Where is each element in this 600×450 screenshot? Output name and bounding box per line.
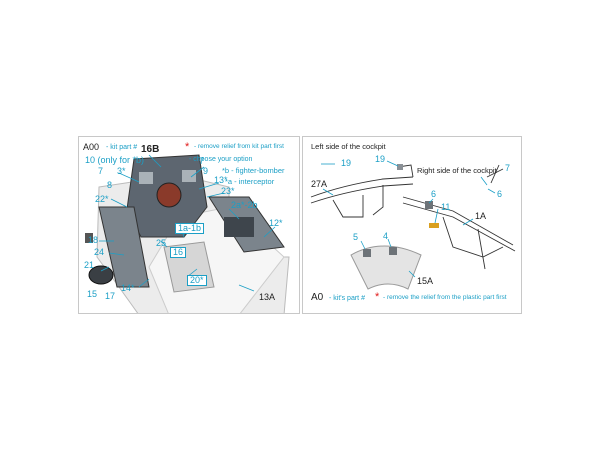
gauge-cluster-right [182, 170, 196, 182]
leader-14 [138, 278, 150, 288]
label-25: 25 [156, 238, 167, 248]
label-11: 11 [441, 202, 451, 212]
legend-relief-star: * [185, 141, 190, 153]
label-7a: 7 [98, 166, 104, 176]
right-rib [442, 216, 504, 258]
label-16: 16 [170, 247, 187, 258]
label-13: 13* [214, 175, 228, 185]
leader-21 [100, 266, 110, 272]
label-16B: 16B [141, 144, 160, 155]
leader-15A [408, 270, 416, 278]
part-6-shape [425, 201, 433, 209]
cockpit-sides-illustration [310, 160, 516, 290]
label-22: 22* [95, 194, 109, 204]
leader-24 [108, 252, 125, 256]
label-14: 14* [121, 283, 135, 293]
leader-2a2b [228, 208, 240, 220]
leader-7 [190, 166, 205, 178]
right-rib-2 [477, 228, 486, 270]
leader-5 [360, 240, 366, 250]
leader-3 [118, 172, 140, 183]
part-15-shape [88, 265, 114, 285]
part-18-shape [85, 233, 93, 243]
legend-relief-text: - remove the relief from the plastic par… [383, 294, 507, 301]
label-20: 20* [187, 275, 207, 286]
seat-pan-shape [350, 245, 422, 290]
label-17: 17 [105, 291, 116, 301]
legend-relief-text: - remove relief from kit part first [194, 143, 284, 150]
cockpit-assembly-panel: A00 - kit part # * - remove relief from … [78, 136, 300, 314]
label-3: 3* [117, 166, 126, 176]
left-rib [332, 195, 364, 218]
label-6a: 6 [431, 189, 437, 199]
label-19a: 19 [341, 158, 352, 168]
label-15A: 15A [417, 276, 434, 286]
right-side-title: Right side of the cockpit [417, 166, 497, 175]
label-4: 4 [383, 231, 389, 241]
leader-27A [322, 188, 334, 196]
label-13A: 13A [259, 292, 276, 302]
label-24: 24 [94, 247, 105, 257]
leader-1A [462, 218, 474, 226]
part-4-shape [389, 247, 397, 255]
leader-25 [160, 240, 168, 248]
label-1A: 1A [475, 211, 487, 221]
right-sill-upper [402, 196, 514, 246]
legend-kit-part-text: - kit's part # [329, 295, 365, 302]
label-8: 8 [107, 180, 113, 190]
left-side-frame [310, 164, 414, 218]
leader-12 [263, 226, 276, 238]
legend-relief-star: * [375, 291, 380, 303]
legend-interceptor: *a - interceptor [225, 177, 275, 186]
leader-7 [480, 176, 488, 186]
left-console-shape [98, 206, 150, 288]
label-9: 9 [203, 166, 209, 176]
label-2a2b: 2a*-2b [231, 200, 258, 210]
leader-6a [428, 198, 434, 204]
left-side-title: Left side of the cockpit [311, 142, 386, 151]
label-12: 12* [269, 218, 283, 228]
legend-kit-part-code: A0 [311, 292, 324, 303]
leader-4 [387, 238, 392, 248]
legend-kit-part-code: A00 [83, 142, 100, 152]
legend-kit-part-text: - kit part # [106, 144, 138, 151]
leader-23 [206, 192, 225, 198]
right-side-frame [402, 196, 516, 270]
label-15: 15 [87, 289, 98, 299]
part-5-shape [363, 249, 371, 257]
right-leader-lines [321, 160, 496, 278]
left-rib-2 [372, 185, 384, 216]
right-console-panel [224, 217, 254, 237]
label-10: 10 (only for *b) [85, 155, 145, 165]
label-23: 23* [221, 186, 235, 196]
loose-rod-7 [486, 164, 504, 184]
label-6b: 6 [497, 189, 503, 199]
label-27A: 27A [311, 179, 328, 189]
leader-22 [110, 198, 128, 208]
label-1a1b: 1a-1b [175, 223, 205, 234]
leader-11 [434, 208, 439, 224]
part-19-shape [397, 164, 403, 170]
label-21: 21 [84, 260, 95, 270]
gauge-cluster-left [139, 172, 153, 184]
label-7b: 7 [199, 156, 205, 166]
cockpit-sides-panel: Left side of the cockpit Right side of t… [302, 136, 522, 314]
label-18: 18 [88, 235, 99, 245]
label-5: 5 [353, 232, 359, 242]
cockpit-illustration [85, 154, 290, 313]
label-7: 7 [505, 163, 511, 173]
part-11-shape [429, 223, 439, 228]
radar-scope-shape [156, 182, 182, 208]
left-sill-upper [310, 176, 414, 198]
rod-line-b [490, 164, 500, 184]
leader-16B [148, 154, 162, 168]
legend-option-text: - choose your option [189, 156, 253, 163]
right-sill-lower [402, 202, 516, 252]
leader-13 [198, 182, 220, 190]
leader-13A [238, 284, 255, 292]
legend-fighter-bomber: *b - fighter-bomber [222, 166, 285, 175]
leader-19b [386, 160, 399, 167]
leader-6b [487, 188, 496, 194]
label-19b: 19 [375, 154, 386, 164]
